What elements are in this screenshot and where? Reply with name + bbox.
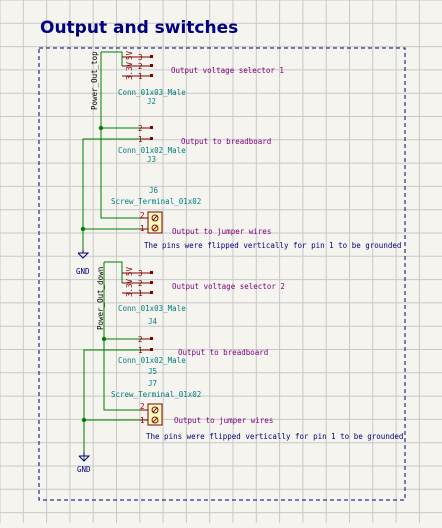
sheet-title: Output and switches [40,18,238,38]
group-border [38,47,406,501]
component-ref: J3 [147,155,156,164]
pin-number: 2 [138,62,143,71]
pin-number: 3 [138,53,143,62]
junction [98,125,104,131]
note-output-to-breadboard: Output to breadboard [178,348,268,357]
pin-number: 1 [138,289,143,298]
connector-j3[interactable]: 2 1 Conn_01x02_Male J3 Output to breadbo… [118,124,271,164]
wire-j3-pin1-gnd[interactable] [82,138,140,250]
component-ref: J7 [148,379,157,388]
pin-number: 2 [138,279,143,288]
component-value: Screw_Terminal_01x02 [111,390,201,399]
connector-j7[interactable]: J7 Screw_Terminal_01x02 2 1 Output to ju… [111,379,403,441]
component-value: Screw_Terminal_01x02 [111,197,201,206]
pin-number: 1 [140,416,145,425]
wire-j4-pin2[interactable] [104,261,123,283]
component-ref: J6 [149,186,159,195]
component-value: Conn_01x02_Male [118,146,186,155]
note-output-voltage-selector-1: Output voltage selector 1 [171,66,284,75]
pin-number: 1 [138,72,143,81]
gnd-label: GND [77,465,91,474]
note-output-to-jumper-wires: Output to jumper wires [172,227,271,236]
connector-j4[interactable]: 3 2 1 5V 3.3V Conn_01x03_Male J4 Output … [118,266,285,326]
pin-name-5v: 5V [125,266,134,276]
top-section: Power_Out_top 3 2 1 5V 3.3V Conn_01x03_M… [76,50,401,276]
component-value: Conn_01x02_Male [118,356,186,365]
pin-number: 1 [138,346,143,355]
pin-number: 2 [140,402,145,411]
wire-j2-pin2[interactable] [101,51,123,66]
note-output-to-jumper-wires: Output to jumper wires [174,416,273,425]
connector-j5[interactable]: 2 1 Conn_01x02_Male J5 Output to breadbo… [118,335,268,376]
component-value: Conn_01x03_Male [118,88,186,97]
pin-number: 1 [140,224,145,233]
ground-symbol[interactable]: GND [77,452,91,474]
note-output-to-breadboard: Output to breadboard [181,137,271,146]
junction [80,226,86,232]
gnd-label: GND [76,267,90,276]
pin-name-5v: 5V [125,50,134,60]
pin-number: 2 [140,211,145,220]
note-pins-flipped: The pins were flipped vertically for pin… [144,241,401,250]
note-pins-flipped: The pins were flipped vertically for pin… [146,432,403,441]
pin-number: 3 [138,269,143,278]
wire-power-top[interactable] [100,52,140,219]
pin-number: 1 [138,135,143,144]
component-ref: J2 [147,97,156,106]
net-label-power-out-top[interactable]: Power_Out_top [90,51,99,110]
component-value: Conn_01x03_Male [118,304,186,313]
ground-symbol[interactable]: GND [76,250,90,276]
connector-j6[interactable]: J6 Screw_Terminal_01x02 2 1 Output to ju… [111,186,401,250]
note-output-voltage-selector-2: Output voltage selector 2 [172,282,285,291]
bottom-section: Power_Out_down 3 2 1 5V 3.3V Conn_01x03_… [77,261,403,474]
junction [81,417,87,423]
net-label-power-out-down[interactable]: Power_Out_down [96,267,105,330]
wire-power-down[interactable] [103,262,140,411]
component-ref: J4 [148,317,158,326]
wire-j5-pin1-gnd[interactable] [83,349,140,461]
component-ref: J5 [148,367,157,376]
pin-name-3v3: 3.3V [125,61,134,80]
pin-name-3v3: 3.3V [125,278,134,297]
connector-j2[interactable]: 3 2 1 5V 3.3V Conn_01x03_Male J2 Output … [118,50,284,106]
pin-number: 2 [138,335,143,344]
junction [101,336,107,342]
pin-number: 2 [138,124,143,133]
